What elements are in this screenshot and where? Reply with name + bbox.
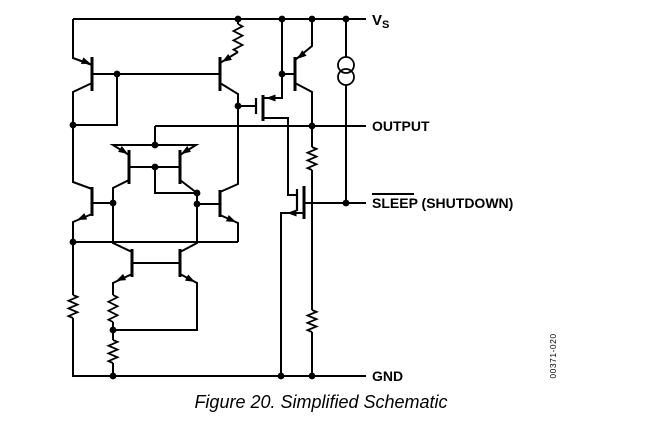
resistor-r2 <box>305 146 319 171</box>
labels: VS OUTPUT SLEEP (SHUTDOWN) GND Figure 20… <box>194 12 558 412</box>
figure-code: 00371-020 <box>548 333 558 378</box>
junction-dot <box>109 372 117 380</box>
junction-dot <box>193 200 201 208</box>
q9-emitter-arrow <box>225 214 236 222</box>
junction-dot <box>113 70 121 78</box>
sleep-terminal-label: SLEEP (SHUTDOWN) <box>372 195 513 211</box>
junction-dot <box>69 121 77 129</box>
junction-dot <box>234 15 242 23</box>
figure-caption: Figure 20. Simplified Schematic <box>194 392 447 412</box>
resistor-r3 <box>66 294 80 319</box>
junction-dots <box>69 15 350 380</box>
junction-dot <box>308 15 316 23</box>
resistor-r5 <box>106 339 120 364</box>
q8-emitter-arrow <box>181 145 191 154</box>
junction-dot <box>342 15 350 23</box>
resistor-r4 <box>106 294 120 323</box>
resistors <box>66 23 319 364</box>
junction-dot <box>308 372 316 380</box>
junction-dot <box>193 189 201 197</box>
emitter-arrows <box>77 50 307 282</box>
resistor-r1 <box>231 23 245 53</box>
transistor-bars <box>90 57 306 277</box>
junction-dot <box>277 372 285 380</box>
junction-dot <box>109 199 117 207</box>
current-source-icon <box>337 56 355 86</box>
junction-dot <box>234 102 242 110</box>
ground-rail <box>72 318 366 377</box>
junction-dot <box>342 199 350 207</box>
pmos-source-arrow <box>266 94 276 102</box>
junction-dot <box>109 326 117 334</box>
q2-emitter-arrow <box>222 53 232 62</box>
junction-dot <box>69 238 77 246</box>
vs-terminal-label: VS <box>372 12 389 31</box>
gnd-terminal-label: GND <box>372 368 403 384</box>
q5-emitter-arrow <box>77 213 88 220</box>
junction-dot <box>151 163 159 171</box>
junction-dot <box>151 141 159 149</box>
q1-emitter-arrow <box>80 57 91 64</box>
junction-dot <box>278 70 286 78</box>
resistor-r6 <box>305 309 319 333</box>
junction-dot <box>278 15 286 23</box>
output-terminal-label: OUTPUT <box>372 118 430 134</box>
q10-emitter-arrow <box>116 273 127 281</box>
junction-dot <box>308 122 316 130</box>
q11-emitter-arrow <box>184 274 195 282</box>
q4-emitter-arrow <box>297 50 307 59</box>
nmos-source-arrow <box>287 209 297 217</box>
q7-emitter-arrow <box>118 145 128 154</box>
